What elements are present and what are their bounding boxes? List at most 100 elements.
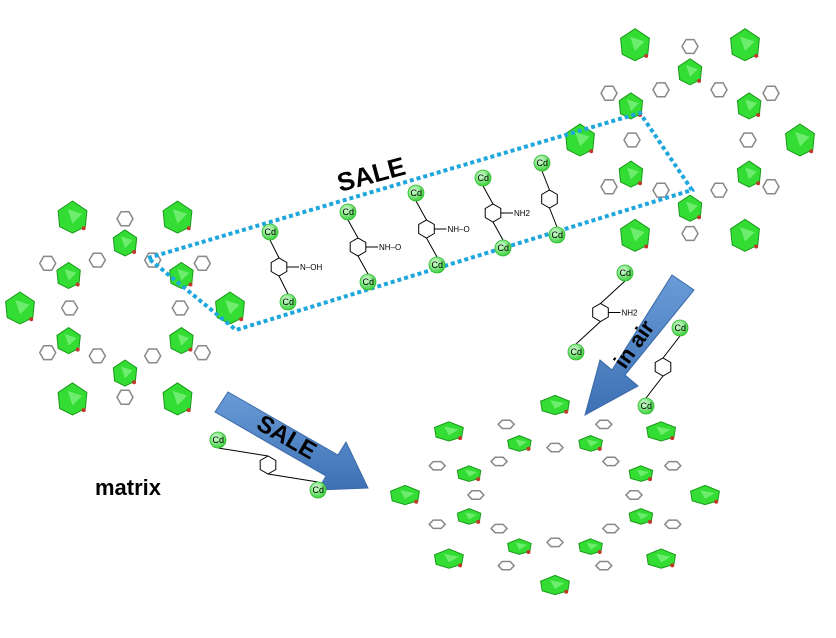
polyhedron-facet	[465, 469, 477, 477]
polyhedron-facet	[656, 553, 671, 563]
cd-ball: Cd	[339, 203, 357, 221]
linker-ring	[681, 38, 699, 55]
oxygen-atom	[670, 436, 675, 441]
matrix-label: matrix	[95, 475, 162, 500]
linker-ring	[545, 537, 565, 548]
polyhedron-facet	[627, 167, 639, 180]
cd-ball: Cd	[474, 169, 492, 187]
oxygen-atom	[132, 250, 137, 254]
polyhedron-facet	[225, 300, 240, 315]
benzene-ring	[418, 219, 435, 239]
polyhedron-facet	[67, 390, 83, 406]
linker-ring	[663, 460, 682, 471]
oxygen-atom	[648, 519, 653, 524]
polyhedron-facet	[627, 99, 639, 112]
polyhedron-facet	[444, 426, 459, 436]
cd-ball: Cd	[209, 431, 227, 449]
top-right-framework	[565, 28, 815, 252]
linker-ring	[193, 255, 212, 272]
linker-ring	[116, 389, 134, 405]
linker-molecule	[645, 335, 681, 399]
sale-arrow	[214, 391, 369, 491]
linker-ring	[428, 460, 447, 471]
polyhedron-facet	[515, 542, 528, 550]
cd-label: Cd	[498, 243, 510, 253]
linker-ring	[60, 300, 79, 316]
cd-ball: Cd	[548, 226, 566, 244]
linker-ring	[545, 442, 565, 453]
benzene-ring	[654, 357, 672, 377]
linker-molecule	[541, 170, 558, 228]
linker-ring	[601, 456, 620, 467]
bottom-framework	[390, 394, 720, 596]
linker-ring	[38, 255, 57, 272]
cd-ball: Cd	[616, 264, 634, 282]
linker-ring	[710, 82, 728, 98]
substituent-label: NH–O	[448, 225, 470, 234]
polyhedron-facet	[745, 167, 757, 180]
polyhedron-facet	[745, 99, 757, 112]
cd-label: Cd	[213, 435, 225, 445]
linker-molecule	[217, 447, 319, 483]
polyhedron-facet	[550, 400, 565, 409]
oxygen-atom	[186, 226, 191, 231]
cd-ball: Cd	[494, 239, 512, 257]
linker-ring	[466, 490, 485, 500]
oxygen-atom	[75, 282, 80, 287]
linker-molecule: NH–O	[347, 219, 401, 275]
linker-ring	[497, 419, 516, 430]
polyhedron-facet	[795, 132, 810, 147]
oxygen-atom	[414, 499, 419, 504]
cd-ball: Cd	[533, 154, 551, 172]
linker-ring	[652, 182, 670, 198]
polyhedron-facet	[172, 209, 188, 224]
linker-ring	[600, 85, 618, 101]
polyhedron-facet	[15, 300, 30, 315]
substituent-label: NH2	[622, 309, 639, 318]
cd-ball: Cd	[309, 481, 327, 499]
oxygen-atom	[81, 408, 86, 413]
oxygen-atom	[188, 347, 193, 352]
benzene-ring	[259, 455, 277, 475]
linker-ring	[762, 179, 780, 195]
benzene-ring	[270, 257, 288, 277]
polyhedron-facet	[444, 553, 459, 563]
linker-ring	[490, 456, 509, 467]
oxygen-atom	[756, 113, 761, 117]
oxygen-atom	[714, 499, 719, 504]
cd-label: Cd	[343, 207, 355, 217]
in-air-arrow	[584, 274, 695, 417]
polyhedron-facet	[515, 439, 528, 447]
cd-label: Cd	[571, 347, 583, 357]
polyhedron-facet	[67, 209, 83, 224]
oxygen-atom	[589, 149, 594, 154]
oxygen-atom	[754, 53, 759, 58]
polyhedron-facet	[586, 439, 599, 447]
substituent-label: NH2	[514, 209, 531, 218]
sale-arrow-label: SALE	[252, 410, 321, 465]
linker-ring	[710, 182, 728, 198]
oxygen-atom	[644, 244, 649, 249]
cd-label: Cd	[620, 268, 632, 278]
oxygen-atom	[81, 226, 86, 231]
polyhedron-facet	[686, 65, 698, 77]
polyhedron-facet	[740, 36, 755, 52]
polyhedron-facet	[586, 542, 599, 550]
benzene-ring	[349, 237, 367, 257]
polyhedron-facet	[656, 426, 671, 436]
oxygen-atom	[670, 563, 675, 568]
oxygen-atom	[697, 215, 702, 220]
dotted-selection-box	[143, 110, 696, 333]
linker-ring	[490, 523, 509, 534]
polyhedron-facet	[740, 227, 755, 242]
substituent-label: N–OH	[300, 263, 322, 272]
linker-molecules: N–OHCdCdNH–OCdCdNH–OCdCdNH2CdCdCdCdNH2Cd…	[209, 154, 689, 499]
polyhedron-facet	[121, 236, 133, 249]
linker-molecule: NH2	[575, 280, 639, 345]
cd-label: Cd	[478, 173, 490, 183]
cd-label: Cd	[641, 401, 653, 411]
cd-label: Cd	[552, 230, 564, 240]
cd-ball: Cd	[637, 397, 655, 415]
oxygen-atom	[29, 317, 34, 322]
